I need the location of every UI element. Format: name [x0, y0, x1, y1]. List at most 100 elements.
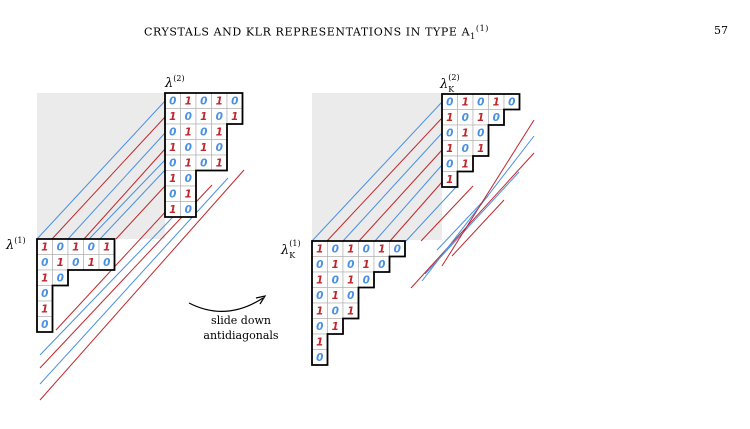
lower-tableau-border [311, 240, 406, 366]
lower-tableau-cell-value: 1 [316, 243, 323, 255]
lower-tableau-cell-value: 0 [41, 319, 48, 331]
lower-tableau-cell-value: 1 [72, 241, 79, 253]
upper-tableau-cell-value: 1 [462, 158, 469, 170]
lower-tableau-cell-value: 1 [347, 305, 354, 317]
lower-tableau-border [36, 238, 116, 333]
arrow-head-icon [255, 295, 267, 305]
antidiagonal-line [115, 185, 166, 240]
upper-tableau-cell-value: 0 [185, 204, 192, 216]
upper-tableau-cell-value: 1 [216, 95, 223, 107]
upper-tableau-border [441, 93, 521, 188]
lower-tableau-cell-value: 0 [332, 305, 339, 317]
upper-tableau-cell-value: 1 [169, 142, 176, 154]
lower-tableau-cell-value: 0 [57, 241, 64, 253]
lower-tableau-cell-value: 1 [347, 243, 354, 255]
lower-tableau-cell-value: 1 [57, 257, 64, 269]
upper-tableau-cell-value: 0 [446, 158, 453, 170]
lower-tableau-cell-value: 1 [316, 305, 323, 317]
antidiagonal-line [420, 185, 474, 242]
upper-tableau-cell-value: 1 [446, 174, 453, 186]
antidiagonal-line [83, 148, 166, 240]
lower-tableau-cell-value: 1 [316, 274, 323, 286]
upper-tableau-cell-value: 1 [169, 111, 176, 123]
upper-tableau-cell-value: 1 [446, 143, 453, 155]
lower-tableau-cell-value: 1 [103, 241, 110, 253]
upper-tableau-cell-value: 1 [200, 142, 207, 154]
antidiagonal-line [39, 192, 197, 356]
upper-tableau-cell-value: 0 [169, 157, 176, 169]
upper-tableau-cell-value: 0 [169, 95, 176, 107]
upper-tableau-cell-value: 1 [216, 126, 223, 138]
antidiagonal-line [39, 169, 245, 401]
lower-tableau-cell-value: 0 [332, 274, 339, 286]
shaded-region [312, 93, 442, 240]
upper-tableau-cell-value: 1 [185, 188, 192, 200]
upper-tableau-cell-value: 0 [462, 143, 469, 155]
antidiagonal-line [311, 101, 443, 242]
arrow-caption-line-1: slide down [211, 314, 271, 327]
lower-tableau-cell-value: 1 [41, 272, 48, 284]
upper-tableau-cell-value: 1 [169, 204, 176, 216]
upper-tableau-cell-value: 1 [185, 157, 192, 169]
upper-tableau-cell-value: 1 [231, 111, 238, 123]
upper-tableau-cell-value: 0 [477, 96, 484, 108]
page-header: CRYSTALS AND KLR REPRESENTATIONS IN TYPE… [0, 24, 750, 44]
lower-tableau-label: λK(1) [280, 239, 301, 260]
lower-tableau-cell-value: 1 [332, 290, 339, 302]
upper-tableau-cell-value: 1 [477, 143, 484, 155]
upper-tableau-cell-value: 1 [200, 111, 207, 123]
upper-tableau-cell-value: 1 [216, 157, 223, 169]
antidiagonal-line [326, 117, 443, 242]
lower-tableau-cell-value: 1 [332, 321, 339, 333]
lower-tableau-cell-value: 0 [72, 257, 79, 269]
antidiagonal-line [451, 199, 505, 257]
upper-tableau-cell-value: 0 [216, 111, 223, 123]
lower-tableau-cell-value: 1 [88, 257, 95, 269]
lower-tableau-cell-value: 0 [316, 321, 323, 333]
upper-tableau-cell-value: 1 [185, 126, 192, 138]
upper-tableau-cell-value: 1 [185, 95, 192, 107]
upper-tableau-cell-value: 0 [200, 157, 207, 169]
upper-tableau-cell-value: 0 [216, 142, 223, 154]
antidiagonal-line [441, 119, 535, 267]
upper-tableau-label: λ(2) [164, 74, 185, 91]
antidiagonal-line [55, 194, 182, 331]
upper-tableau-cell-value: 0 [508, 96, 515, 108]
antidiagonal-line [374, 164, 443, 242]
antidiagonal-line [51, 116, 166, 240]
lower-tableau-label: λ(1) [5, 236, 26, 253]
antidiagonal-line [389, 181, 443, 242]
lower-tableau-cell-value: 1 [363, 259, 370, 271]
upper-tableau-cell-value: 1 [446, 112, 453, 124]
upper-tableau-cell-value: 0 [446, 96, 453, 108]
curved-arrow-icon [188, 297, 264, 312]
lower-tableau-cell-value: 1 [316, 336, 323, 348]
upper-tableau-label: λK(2) [439, 73, 460, 94]
lower-tableau-cell-value: 1 [347, 274, 354, 286]
upper-tableau-cell-value: 0 [185, 142, 192, 154]
lower-tableau-cell-value: 0 [394, 243, 401, 255]
lower-tableau-cell-value: 0 [347, 290, 354, 302]
upper-tableau-cell-value: 1 [493, 96, 500, 108]
upper-tableau-cell-value: 0 [169, 188, 176, 200]
arrow-caption-line-2: antidiagonals [203, 329, 279, 342]
upper-tableau-cell-value: 0 [185, 173, 192, 185]
lower-tableau-cell-value: 1 [332, 259, 339, 271]
shaded-region [37, 93, 165, 239]
upper-tableau-cell-value: 0 [169, 126, 176, 138]
upper-tableau-cell-value: 1 [477, 112, 484, 124]
lower-tableau-cell-value: 1 [41, 303, 48, 315]
upper-tableau-cell-value: 1 [462, 127, 469, 139]
lower-tableau-cell-value: 0 [41, 288, 48, 300]
antidiagonal-line [342, 132, 443, 242]
running-title: CRYSTALS AND KLR REPRESENTATIONS IN TYPE… [144, 24, 489, 41]
slide-arrow-group: slide down antidiagonals [188, 295, 279, 342]
page-number: 57 [714, 24, 728, 37]
lower-tableau-cell-value: 0 [316, 352, 323, 364]
antidiagonal-line [36, 100, 166, 240]
upper-tableau-cell-value: 0 [200, 126, 207, 138]
antidiagonal-line [436, 195, 489, 251]
